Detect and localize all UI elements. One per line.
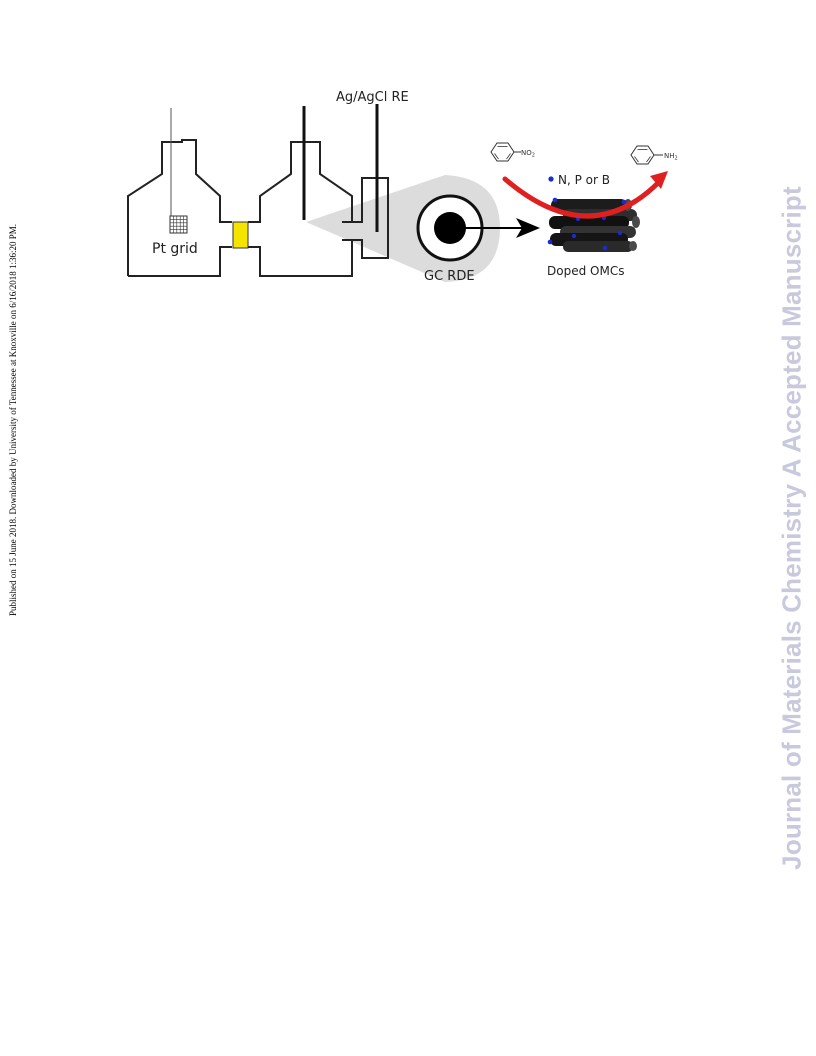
rde-disk (434, 212, 466, 244)
pt-grid-label: Pt grid (152, 241, 198, 257)
left-compartment (127, 139, 232, 277)
nitro-group-label: NO2 (521, 149, 535, 159)
nitrobenzene-icon (490, 142, 521, 162)
reaction-arrow (502, 176, 663, 219)
dopant-legend-dot-icon (548, 176, 554, 182)
reaction-arrowhead-icon (650, 171, 668, 189)
rde-label: GC RDE (424, 269, 475, 284)
reference-electrode-label: Ag/AgCl RE (336, 90, 409, 105)
aniline-icon (630, 145, 663, 165)
membrane (232, 221, 249, 249)
right-compartment (248, 141, 353, 277)
magnify-arrowhead-icon (516, 218, 540, 238)
material-label: Doped OMCs (547, 264, 624, 278)
pt-grid-icon (169, 215, 188, 234)
reference-electrode-arm (342, 177, 389, 259)
dopant-legend-label: N, P or B (558, 173, 610, 187)
amine-group-label: NH2 (664, 152, 678, 162)
